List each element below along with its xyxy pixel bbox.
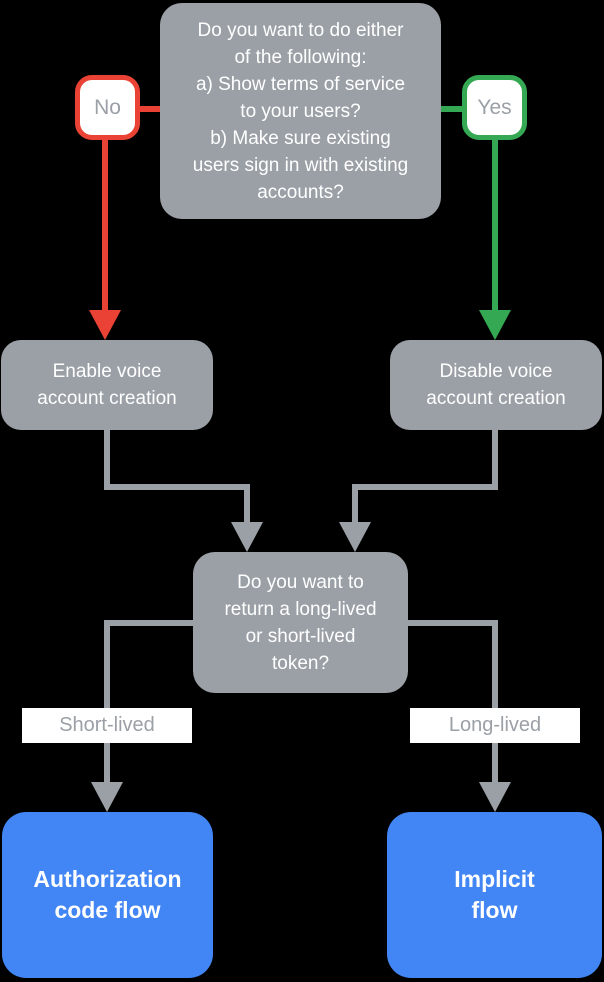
no-badge: No (75, 75, 140, 140)
edge-enable-into-question (244, 484, 250, 524)
edge-no-vertical (102, 138, 108, 312)
question-token-text: Do you want to return a long-lived or sh… (224, 571, 377, 674)
edge-disable-into-question (352, 484, 358, 524)
edge-yes-horizontal (441, 106, 462, 112)
no-badge-text: No (94, 95, 121, 119)
arrowhead-enable-icon (231, 522, 263, 552)
implicit-flow-node: Implicit flow (387, 812, 602, 978)
arrowhead-longlived-icon (479, 782, 511, 812)
question-terms-text: Do you want to do either of the followin… (192, 19, 409, 203)
long-lived-label-text: Long-lived (448, 714, 542, 736)
disable-voice-node: Disable voice account creation (390, 340, 602, 430)
arrowhead-no-icon (89, 310, 121, 340)
edge-shortlived-down (104, 620, 110, 784)
implicit-flow-text: Implicit flow (454, 866, 535, 923)
edge-disable-across (352, 484, 498, 490)
edge-enable-down (104, 430, 110, 490)
question-terms-node: Do you want to do either of the followin… (160, 3, 441, 219)
edge-disable-down (492, 430, 498, 490)
yes-badge: Yes (462, 75, 527, 140)
edge-shortlived-across (104, 620, 193, 626)
edge-yes-vertical (492, 138, 498, 312)
edge-longlived-down (492, 620, 498, 784)
edge-longlived-across (408, 620, 498, 626)
edge-no-horizontal (140, 106, 160, 112)
short-lived-label: Short-lived (22, 708, 192, 743)
yes-badge-text: Yes (477, 95, 512, 119)
enable-voice-text: Enable voice account creation (37, 361, 177, 409)
arrowhead-yes-icon (479, 310, 511, 340)
authorization-code-flow-text: Authorization code flow (33, 866, 182, 923)
authorization-code-flow-node: Authorization code flow (2, 812, 213, 978)
disable-voice-text: Disable voice account creation (426, 361, 566, 409)
arrowhead-disable-icon (339, 522, 371, 552)
short-lived-label-text: Short-lived (59, 714, 155, 736)
long-lived-label: Long-lived (410, 708, 580, 743)
edge-enable-across (104, 484, 250, 490)
question-token-node: Do you want to return a long-lived or sh… (193, 552, 408, 693)
arrowhead-shortlived-icon (91, 782, 123, 812)
enable-voice-node: Enable voice account creation (1, 340, 213, 430)
